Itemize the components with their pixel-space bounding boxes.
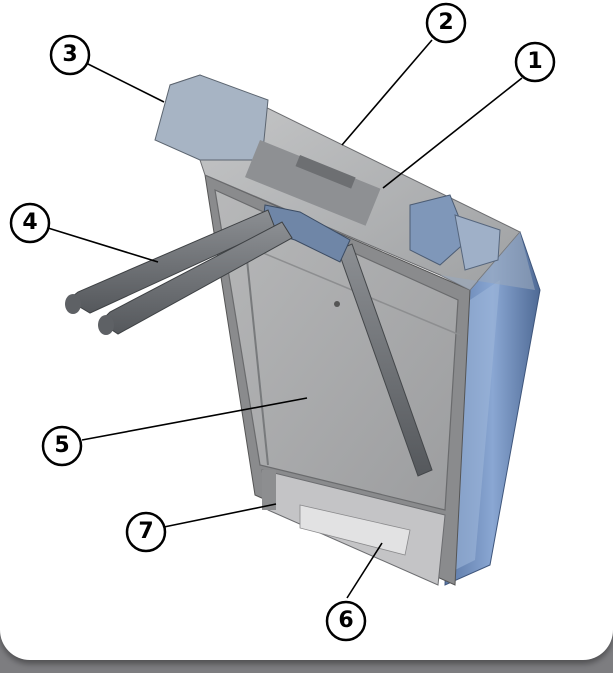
callout-label-2: 2 bbox=[438, 10, 454, 35]
callout-circle-4 bbox=[9, 202, 51, 244]
base-corner bbox=[262, 470, 276, 510]
arm-lower-tip bbox=[98, 315, 114, 335]
callout-circles bbox=[9, 2, 556, 642]
callout-circle-3 bbox=[49, 34, 91, 76]
leader-3 bbox=[83, 61, 165, 103]
leader-2 bbox=[341, 39, 433, 146]
callout-circle-1 bbox=[514, 41, 556, 83]
callout-circle-2 bbox=[425, 2, 467, 44]
callout-circle-5 bbox=[41, 425, 83, 467]
top-housing-lip bbox=[440, 232, 535, 290]
control-board bbox=[245, 140, 381, 226]
reader-module bbox=[409, 194, 469, 266]
callout-label-4: 4 bbox=[22, 210, 38, 235]
top-cover-lid bbox=[154, 74, 269, 161]
board-component bbox=[295, 155, 356, 189]
leader-7 bbox=[163, 503, 277, 528]
callout-label-6: 6 bbox=[338, 608, 354, 633]
arm-lower bbox=[99, 221, 293, 335]
callout-label-5: 5 bbox=[54, 433, 70, 458]
callout-label-1: 1 bbox=[527, 49, 543, 74]
arm-upper-tip bbox=[65, 294, 81, 314]
leader-1 bbox=[382, 77, 523, 189]
arm-upper bbox=[67, 209, 276, 314]
leader-6 bbox=[346, 542, 383, 599]
front-panel bbox=[214, 188, 459, 511]
callout-circle-6 bbox=[325, 600, 367, 642]
side-panel-edge bbox=[455, 280, 500, 570]
leader-4 bbox=[47, 227, 159, 263]
callout-label-7: 7 bbox=[138, 519, 154, 544]
base-slot bbox=[299, 504, 411, 556]
callout-circle-7 bbox=[125, 511, 167, 553]
panel-edge-left bbox=[244, 239, 269, 466]
reader-module-2 bbox=[454, 214, 501, 271]
callout-label-3: 3 bbox=[62, 42, 78, 67]
panel-screw bbox=[334, 301, 340, 307]
leader-5 bbox=[81, 397, 308, 441]
